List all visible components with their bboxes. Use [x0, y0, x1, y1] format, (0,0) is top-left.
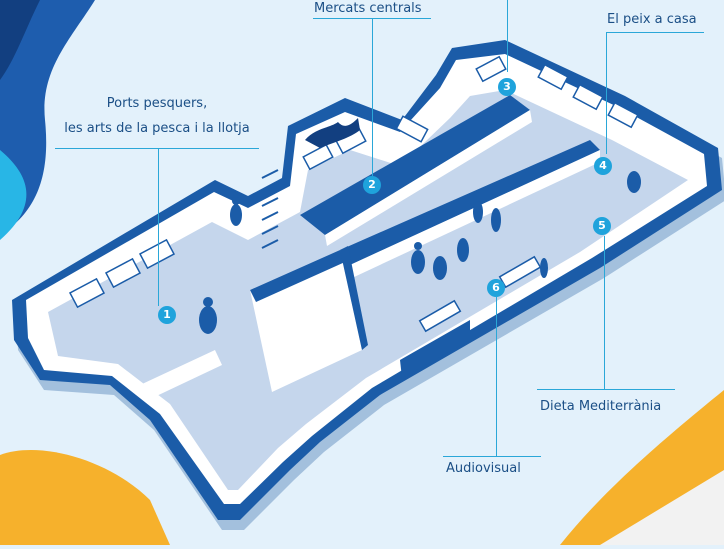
- underline-zone-4: [606, 32, 704, 33]
- zone-1-label-line-2: les arts de la pesca i la llotja: [64, 121, 250, 136]
- underline-zone-2: [313, 18, 431, 19]
- zone-5-label: Dieta Mediterrània: [540, 399, 662, 414]
- zone-4-marker: 4: [594, 157, 612, 175]
- left-cyan-swoosh: [0, 150, 27, 240]
- top-left-swoosh: [0, 0, 95, 235]
- visitor-figures: [199, 171, 641, 334]
- central-spine-face: [325, 110, 532, 246]
- leader-line-zone-1: [158, 148, 159, 306]
- display-cases: [68, 55, 639, 333]
- zone-1-marker: 1: [158, 306, 176, 324]
- zone-1-label: Ports pesquers, les arts de la pesca i l…: [55, 95, 259, 137]
- staircase: [261, 169, 279, 249]
- zone-6-marker: 6: [487, 279, 505, 297]
- leader-line-zone-2: [372, 18, 373, 176]
- zone-2-marker: 2: [363, 176, 381, 194]
- leader-line-zone-5: [604, 236, 605, 390]
- kiosk-block-top: [250, 250, 345, 302]
- long-diagonal-wall: [340, 140, 600, 265]
- right-corridor-partition: [400, 320, 470, 378]
- leader-line-zone-6: [496, 297, 497, 457]
- leader-line-zone-3: [507, 0, 508, 72]
- underline-zone-1: [55, 148, 259, 149]
- world-map-graphic: [305, 118, 360, 148]
- zone-3-marker: 3: [498, 78, 516, 96]
- top-left-swoosh-dark: [0, 0, 40, 80]
- leader-line-zone-4: [606, 32, 607, 154]
- zone-1-label-line-1: Ports pesquers,: [106, 96, 208, 111]
- zone-2-label: Mercats centrals: [314, 1, 422, 16]
- underline-zone-5: [537, 389, 675, 390]
- bottom-right-panel: [600, 470, 724, 545]
- zone-6-label: Audiovisual: [446, 461, 521, 476]
- bottom-orange-swoosh-left: [0, 450, 170, 545]
- zone-4-label: El peix a casa: [607, 12, 697, 27]
- entrance-partition: [140, 350, 222, 400]
- underline-zone-6: [443, 456, 541, 457]
- central-spine-wall: [300, 95, 530, 235]
- zone-5-marker: 5: [593, 217, 611, 235]
- kiosk-block-side: [340, 246, 368, 350]
